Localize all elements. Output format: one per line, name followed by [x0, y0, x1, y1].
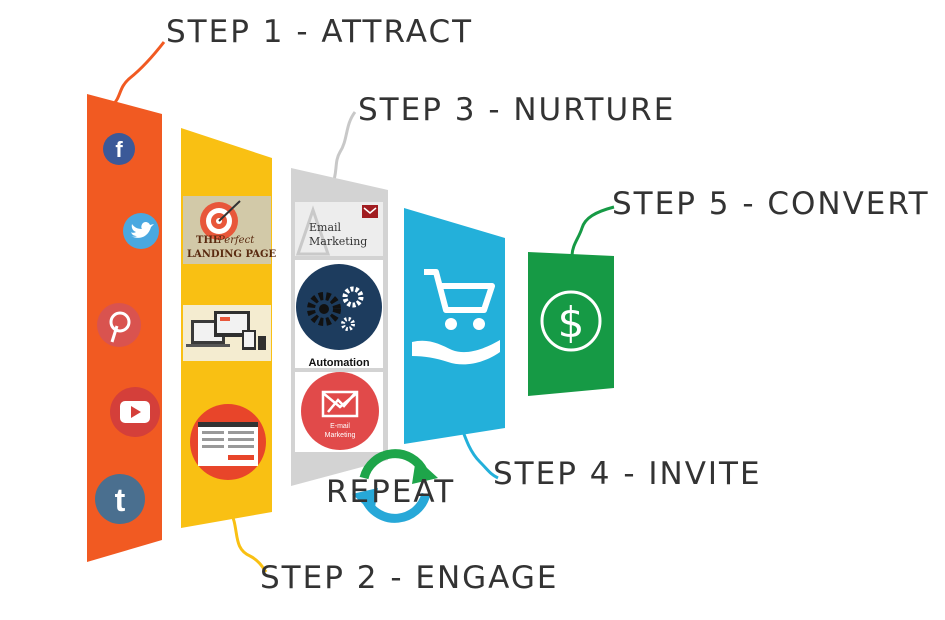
signup-form-icon [190, 404, 266, 480]
social-icons: f t [95, 133, 160, 524]
tumblr-icon: t [95, 474, 145, 524]
phone-icon [258, 336, 266, 350]
gear-icon [341, 317, 355, 331]
step-2-label: STEP 2 - ENGAGE [260, 560, 559, 596]
svg-text:Email: Email [309, 221, 342, 234]
youtube-icon [110, 387, 160, 437]
svg-text:Perfect: Perfect [217, 235, 255, 246]
svg-text:Marketing: Marketing [325, 432, 356, 439]
svg-text:Marketing: Marketing [309, 235, 367, 248]
svg-text:f: f [115, 137, 123, 162]
svg-text:LANDING PAGE: LANDING PAGE [187, 249, 277, 260]
svg-text:t: t [115, 482, 126, 518]
arrow-icon [218, 200, 241, 222]
step-5-label: STEP 5 - CONVERT [612, 186, 930, 222]
house-outline-icon [295, 205, 331, 256]
landing-page-card: THE Perfect LANDING PAGE [183, 196, 277, 264]
automation-card: Automation [295, 260, 383, 369]
repeat-label: REPEAT [326, 474, 456, 510]
convert-stage [528, 252, 614, 396]
svg-text:THE: THE [196, 235, 221, 246]
svg-text:$: $ [558, 298, 585, 347]
facebook-icon: f [103, 133, 135, 165]
step-3-connector [330, 111, 357, 187]
pinterest-icon [97, 303, 141, 347]
growth-arrow-icon [327, 391, 357, 413]
shopping-cart-hand-icon [412, 269, 500, 365]
e-mail-marketing-card: E-mail Marketing [295, 372, 383, 452]
responsive-devices-card [183, 305, 271, 361]
step-4-connector [456, 417, 499, 480]
step-1-connector [110, 41, 166, 108]
envelope-icon [362, 205, 378, 218]
step-5-connector [570, 205, 615, 257]
repeat-cycle-icon [352, 449, 438, 523]
svg-text:E-mail: E-mail [330, 423, 350, 430]
envelope-icon [321, 390, 359, 418]
step-2-connector [228, 509, 268, 573]
step-4-label: STEP 4 - INVITE [493, 456, 762, 492]
step-1-label: STEP 1 - ATTRACT [166, 14, 474, 50]
email-marketing-card: Email Marketing [295, 202, 383, 256]
step-3-label: STEP 3 - NURTURE [358, 92, 676, 128]
gear-icon [307, 292, 341, 326]
twitter-icon [123, 213, 159, 249]
svg-text:Automation: Automation [308, 357, 369, 369]
gear-icon [342, 286, 364, 308]
dollar-icon: $ [540, 290, 602, 352]
